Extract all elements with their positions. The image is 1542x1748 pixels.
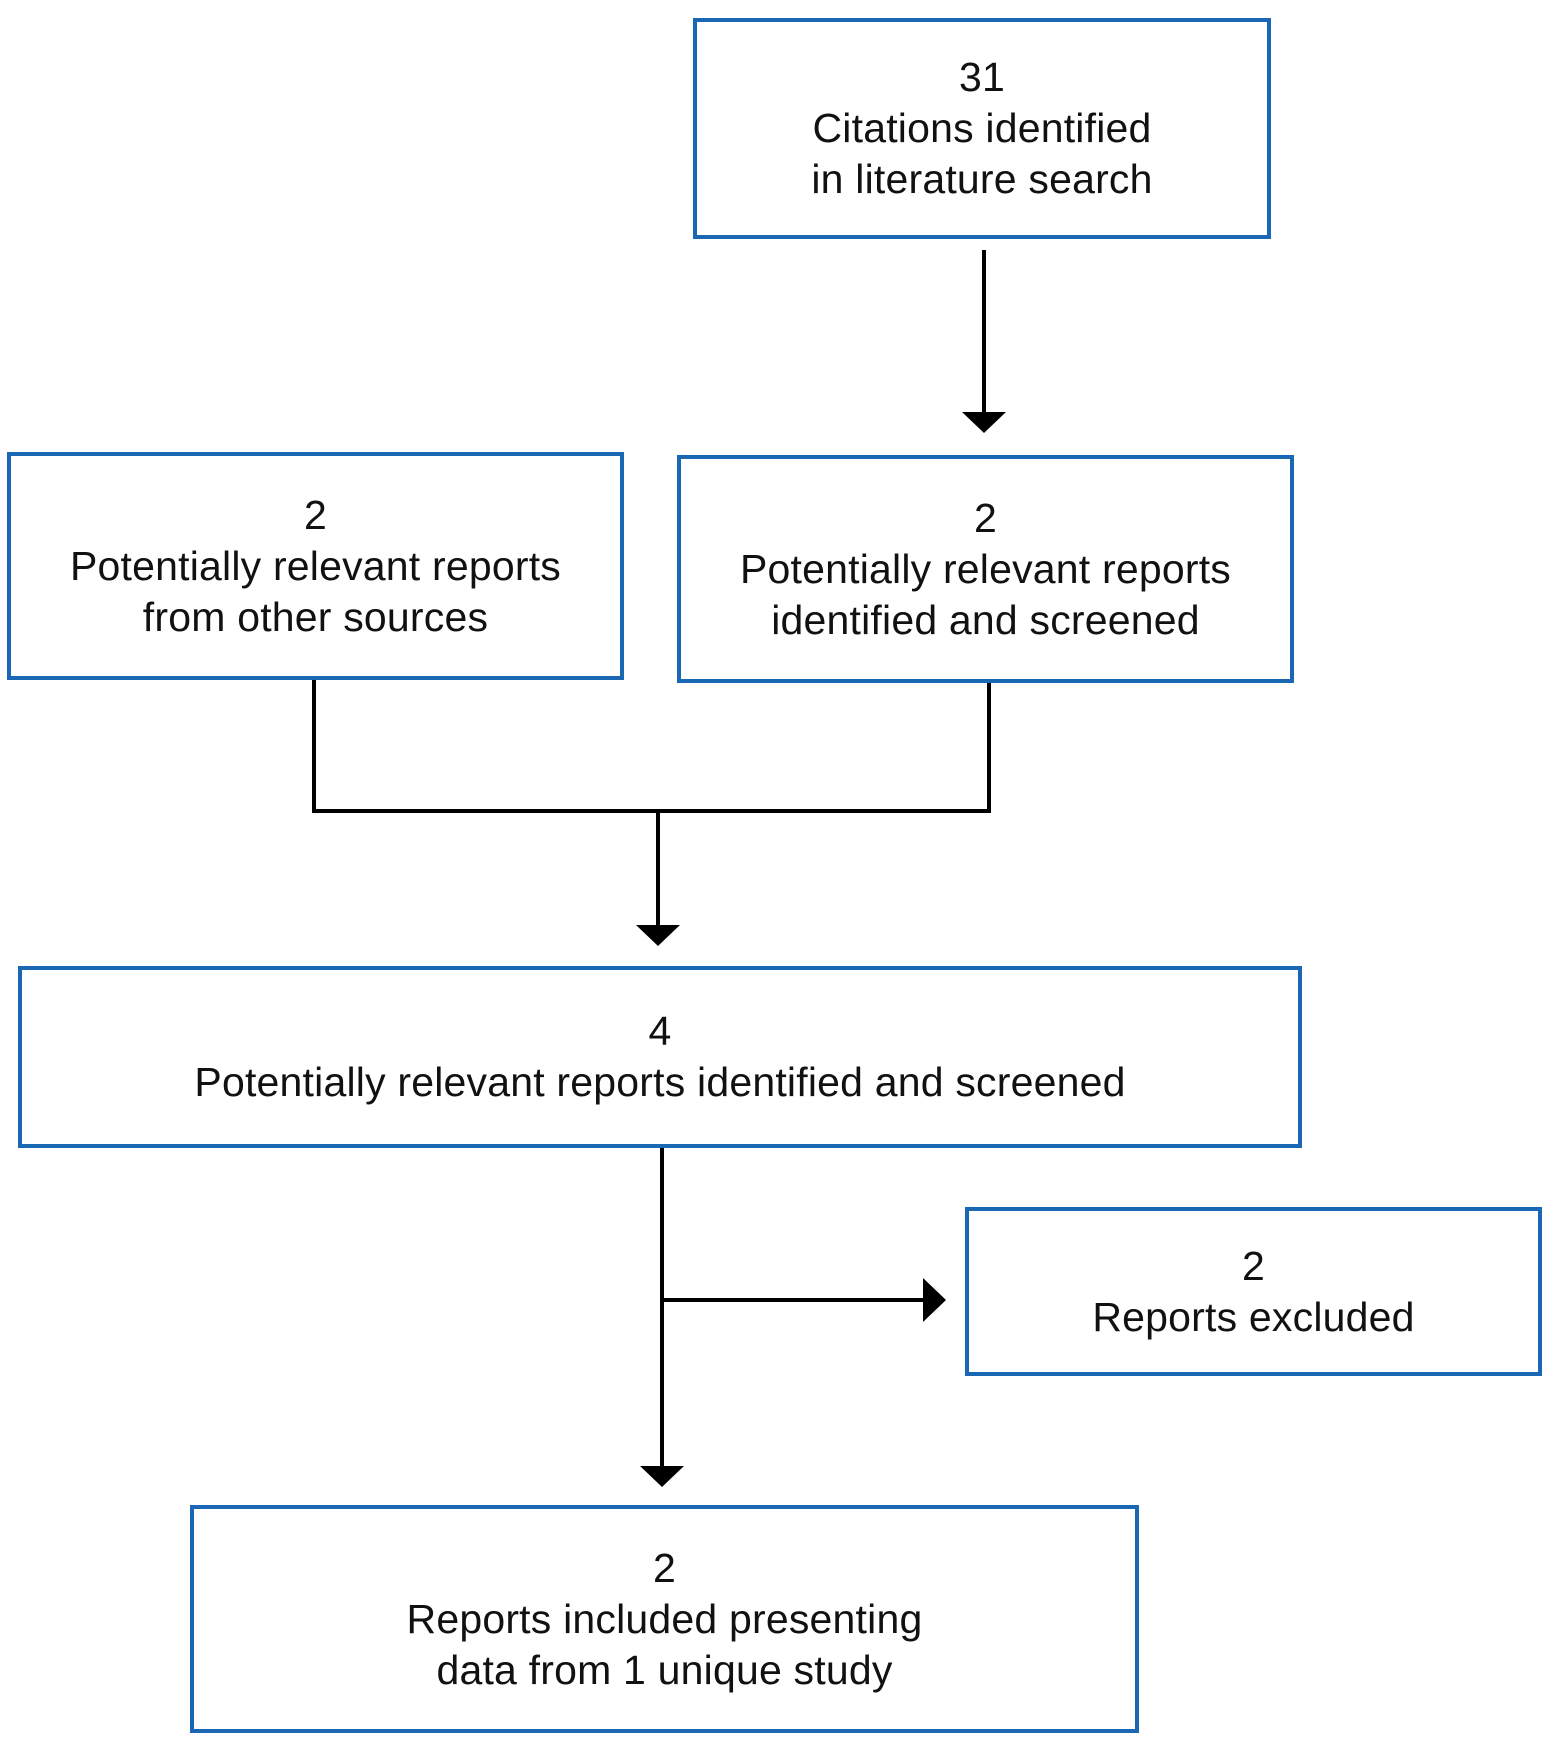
included-label-line-2: data from 1 unique study [436, 1646, 893, 1693]
screened-label-line-2: identified and screened [771, 596, 1200, 643]
other-sources-count: 2 [303, 491, 327, 538]
citations-identified-box: 31 Citations identified in literature se… [693, 18, 1271, 239]
screened-count: 2 [973, 494, 997, 541]
arrowhead-to-screened [962, 412, 1006, 433]
combined-count: 4 [648, 1008, 672, 1054]
excluded-label-line-1: Reports excluded [1092, 1293, 1415, 1340]
citations-label-line-2: in literature search [811, 156, 1153, 202]
arrowhead-to-included [640, 1466, 684, 1487]
citations-label-line-1: Citations identified [812, 105, 1152, 151]
other-sources-label-line-1: Potentially relevant reports [69, 542, 561, 589]
citations-count: 31 [958, 54, 1005, 100]
arrowhead-to-combined [636, 925, 680, 946]
combined-label-line-1: Potentially relevant reports identified … [194, 1059, 1126, 1105]
other-sources-label-line-2: from other sources [142, 593, 489, 640]
excluded-count: 2 [1241, 1242, 1265, 1289]
combined-reports-box: 4 Potentially relevant reports identifie… [18, 966, 1302, 1148]
excluded-reports-box: 2 Reports excluded [965, 1207, 1542, 1376]
arrowhead-to-excluded [923, 1278, 946, 1322]
included-count: 2 [652, 1544, 676, 1591]
included-reports-box: 2 Reports included presenting data from … [190, 1505, 1139, 1733]
included-label-line-1: Reports included presenting [406, 1595, 923, 1642]
screened-label-line-1: Potentially relevant reports [739, 545, 1231, 592]
other-sources-box: 2 Potentially relevant reports from othe… [7, 452, 624, 680]
screened-reports-box: 2 Potentially relevant reports identifie… [677, 455, 1294, 683]
